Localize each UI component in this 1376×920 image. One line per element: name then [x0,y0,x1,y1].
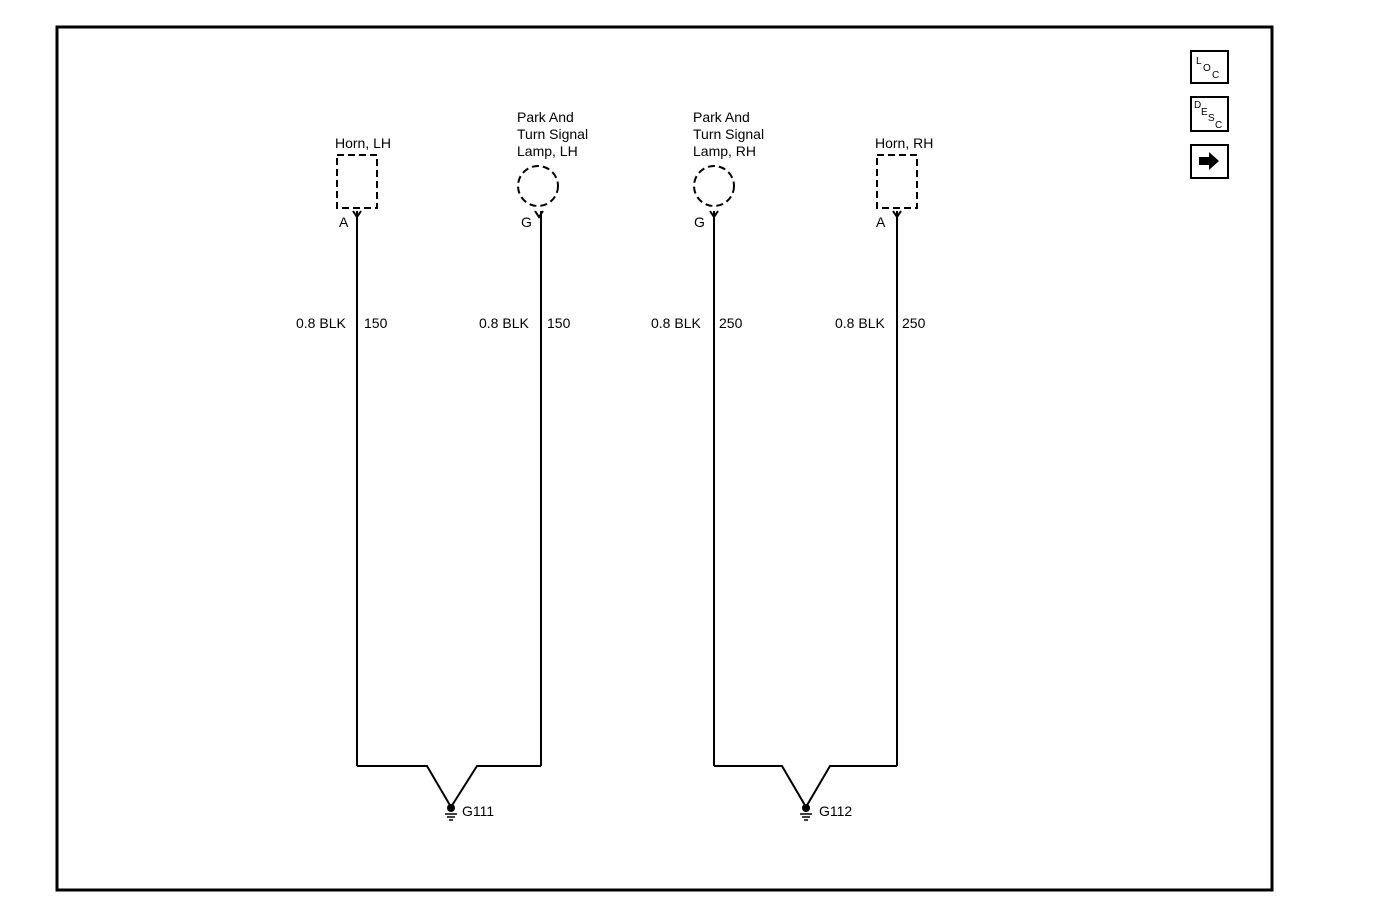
location-icon: L O C [1196,56,1219,81]
wire-gauge-color-label: 0.8 BLK [296,315,346,331]
pin-label: A [876,214,886,230]
component-label-line: Lamp, LH [517,143,578,159]
component-label-line: Turn Signal [693,126,764,142]
ground-label: G112 [819,803,852,819]
description-button[interactable]: D E S C [1190,96,1229,132]
description-icon: D E S C [1194,100,1222,131]
svg-text:E: E [1201,107,1208,118]
component-horn-rh: Horn, RH A 0.8 BLK 250 [835,135,933,766]
component-label-line: Park And [693,109,750,125]
pin-label: G [521,214,532,230]
svg-text:O: O [1203,63,1211,74]
component-body-outline [517,165,559,207]
component-horn-lh: Horn, LH A 0.8 BLK 150 [296,135,391,766]
component-label: Horn, RH [875,135,933,151]
svg-text:S: S [1208,113,1215,124]
component-label-line: Horn, RH [875,135,933,151]
component-label-line: Turn Signal [517,126,588,142]
component-label-line: Park And [517,109,574,125]
component-label-line: Horn, LH [335,135,391,151]
svg-text:D: D [1194,100,1201,111]
pin-label: A [339,214,349,230]
diagram-frame [55,25,1274,892]
component-label-line: Lamp, RH [693,143,756,159]
ground-symbol-icon [800,804,812,821]
arrow-right-icon [1199,152,1219,170]
component-body-outline [336,154,378,209]
component-label: Horn, LH [335,135,391,151]
next-page-button[interactable] [1190,144,1229,179]
ground-symbol-icon [445,804,457,821]
circuit-number-label: 250 [902,315,926,331]
wire-gauge-color-label: 0.8 BLK [835,315,885,331]
component-body-outline [876,154,918,209]
ground-splice-wire [714,765,897,809]
svg-text:C: C [1215,120,1222,131]
wire-gauge-color-label: 0.8 BLK [651,315,701,331]
pin-label: G [694,214,705,230]
ground-splice-wire [357,765,541,809]
wire-gauge-color-label: 0.8 BLK [479,315,529,331]
component-park-turn-lamp-lh: Park And Turn Signal Lamp, LH G 0.8 BLK … [479,109,592,766]
component-label: Park And Turn Signal Lamp, RH [693,109,768,159]
circuit-number-label: 150 [547,315,571,331]
component-label: Park And Turn Signal Lamp, LH [517,109,592,159]
ground-label: G111 [462,803,494,819]
ground-g112: G112 [714,765,897,821]
circuit-number-label: 250 [719,315,743,331]
component-park-turn-lamp-rh: Park And Turn Signal Lamp, RH G 0.8 BLK … [651,109,768,766]
svg-text:L: L [1196,56,1202,67]
location-button[interactable]: L O C [1190,50,1229,84]
component-body-outline [693,165,735,207]
ground-g111: G111 [357,765,541,821]
svg-text:C: C [1212,70,1219,81]
circuit-number-label: 150 [364,315,388,331]
